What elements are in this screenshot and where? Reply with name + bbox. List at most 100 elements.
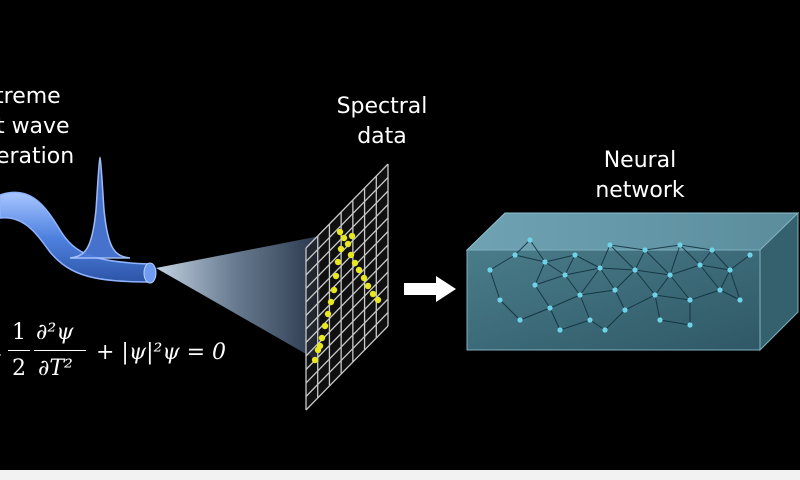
network-edge [514, 239, 531, 256]
network-edge [624, 294, 656, 311]
fiber-end [143, 262, 157, 284]
network-edge [544, 261, 566, 276]
spectral-dot [360, 274, 368, 282]
grid-line-horizontal [305, 285, 389, 370]
network-edge [599, 267, 636, 271]
network-edge [579, 289, 616, 296]
network-node [709, 247, 715, 253]
grid-line-horizontal [305, 231, 389, 316]
network-edge [654, 274, 671, 296]
network-edge [589, 319, 606, 331]
network-node [542, 259, 548, 265]
spectral-label-line1: Spectral [336, 94, 428, 119]
network-edge [711, 249, 731, 271]
spectral-dot [321, 322, 329, 330]
spectral-dots [311, 228, 382, 364]
network-edge [729, 269, 741, 301]
neural-network-box [465, 211, 800, 352]
network-node [597, 265, 603, 271]
grid-line-horizontal [305, 163, 389, 249]
grid-line-horizontal [305, 217, 389, 303]
spectral-dot [351, 259, 359, 267]
network-node [487, 267, 493, 273]
network-node [687, 297, 693, 303]
network-edge [669, 264, 701, 276]
grid-line-horizontal [305, 325, 389, 411]
grid-line-horizontal [305, 312, 389, 397]
network-node [577, 292, 583, 298]
neural-label-line2: network [595, 178, 685, 203]
network-edge [634, 269, 656, 296]
spectral-dot [374, 296, 382, 304]
network-edge [644, 244, 681, 251]
spectral-dot [330, 286, 338, 294]
network-edge [719, 289, 741, 301]
network-node [497, 297, 503, 303]
network-node [512, 252, 518, 258]
generation-label: xtreme ht wave neration [0, 82, 74, 172]
network-node [557, 327, 563, 333]
generation-label-line3: neration [0, 144, 75, 169]
spectral-dot [316, 342, 324, 350]
spectral-dot [311, 356, 319, 364]
network-edge [614, 289, 626, 311]
network-edges [489, 239, 751, 331]
network-node [532, 282, 538, 288]
network-edge [729, 254, 751, 271]
network-edge [699, 264, 721, 291]
network-node [562, 272, 568, 278]
network-edge [564, 274, 581, 296]
light-cone [156, 236, 320, 362]
spectral-dot [369, 290, 377, 298]
network-node [612, 287, 618, 293]
spectral-dot [348, 232, 356, 240]
grid-line-horizontal [305, 258, 389, 343]
network-node [727, 267, 733, 273]
network-edge [499, 299, 521, 321]
network-node [622, 307, 628, 313]
network-node [547, 305, 553, 311]
network-edge [614, 269, 636, 291]
grid-line-horizontal [305, 177, 389, 262]
network-node [697, 262, 703, 268]
generation-label-line2: ht wave [0, 114, 70, 139]
network-edge [599, 244, 611, 269]
spectral-dot [336, 228, 344, 236]
grid-line-horizontal [305, 298, 389, 384]
equation-minus: - [0, 342, 1, 367]
grid-line-horizontal [305, 190, 389, 276]
neural-network-label: Neural network [580, 146, 700, 206]
network-edge [549, 307, 561, 331]
network-edge [534, 274, 566, 286]
spectral-dot [324, 310, 332, 318]
network-edge [564, 254, 576, 276]
spectral-dot [364, 282, 372, 290]
network-node [657, 317, 663, 323]
network-node [607, 242, 613, 248]
network-node [667, 272, 673, 278]
equation-rest: + |ψ|²ψ = 0 [96, 340, 226, 365]
grid-lines [305, 163, 389, 411]
network-node [517, 317, 523, 323]
network-node [602, 327, 608, 333]
right-arrow-icon [404, 276, 456, 302]
network-node [717, 287, 723, 293]
network-edge [634, 249, 646, 271]
spectral-dot [344, 240, 352, 248]
network-edge [679, 244, 701, 266]
optical-fiber [0, 191, 151, 283]
network-edge [574, 254, 601, 269]
network-edge [604, 309, 626, 331]
equation-derivative-num: ∂²ψ [36, 320, 74, 345]
network-edge [609, 244, 646, 251]
network-edge [579, 294, 591, 321]
network-edge [654, 294, 661, 321]
spectral-dot [355, 266, 363, 274]
neural-label-line1: Neural [603, 148, 677, 173]
spectral-dot [337, 245, 345, 253]
network-edge [534, 261, 546, 286]
network-edge [699, 264, 731, 271]
spectral-dot [334, 258, 342, 266]
network-node [632, 267, 638, 273]
network-edge [549, 294, 581, 309]
